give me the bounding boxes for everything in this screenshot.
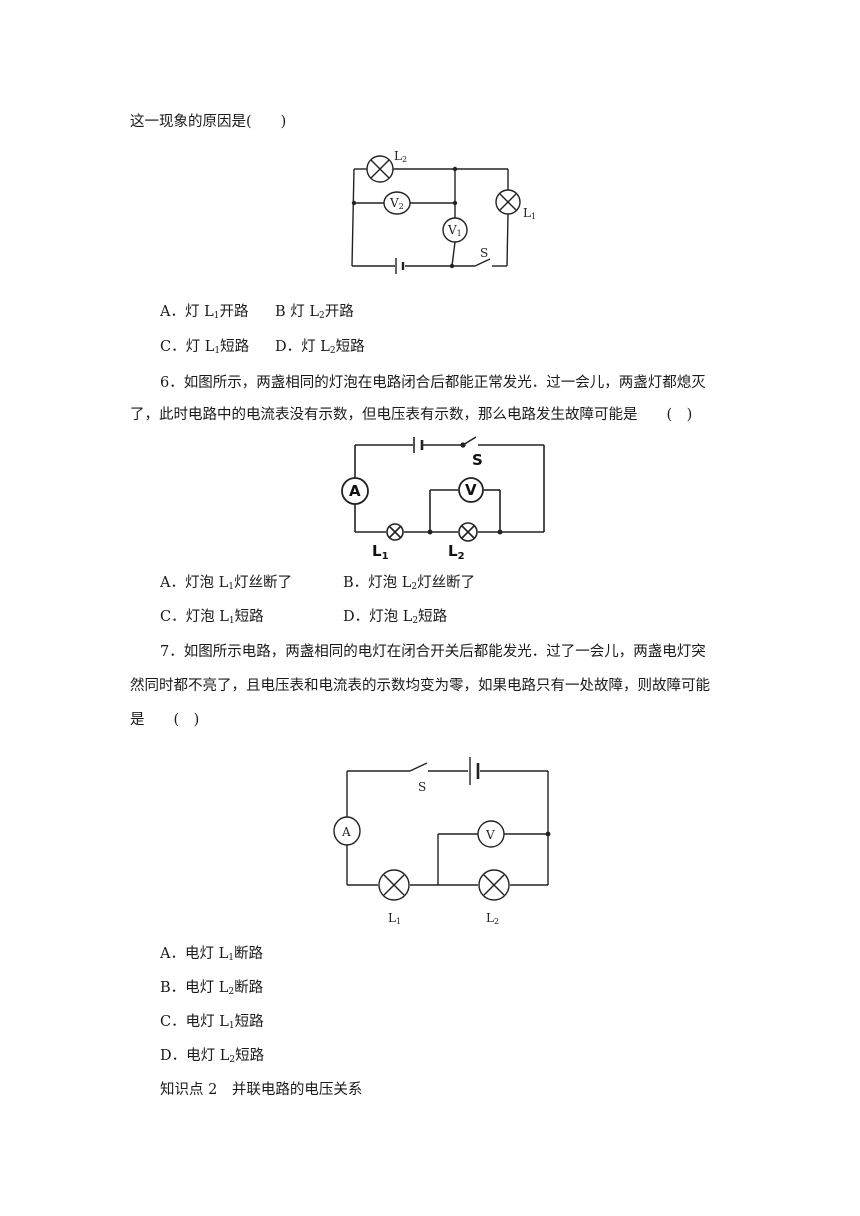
q5-option-a[interactable]: A．灯 L1开路 bbox=[160, 304, 249, 321]
q5-tail-text: 这一现象的原因是( ) bbox=[130, 114, 287, 130]
q6-label-l1: L1 bbox=[372, 542, 389, 562]
q6-option-d[interactable]: D．灯泡 L2短路 bbox=[343, 609, 448, 626]
q6-option-a[interactable]: A．灯泡 L1灯丝断了 bbox=[160, 575, 292, 592]
q7-label-l1: L1 bbox=[388, 911, 401, 926]
q6-stem-line2: 了，此时电路中的电流表没有示数，但电压表有示数，那么电路发生故障可能是 ( ) bbox=[130, 407, 693, 423]
q6-stem-line1: 6．如图所示，两盏相同的灯泡在电路闭合后都能正常发光．过一会儿，两盏灯都熄灭 bbox=[160, 375, 706, 391]
q7-option-d[interactable]: D．电灯 L2短路 bbox=[160, 1048, 265, 1065]
q7-option-c[interactable]: C．电灯 L1短路 bbox=[160, 1014, 264, 1031]
q6-ammeter-label: A bbox=[349, 482, 361, 500]
q5-option-b[interactable]: B 灯 L2开路 bbox=[275, 304, 354, 321]
q5-circuit-diagram: L2 L1 V2 V1 S bbox=[351, 149, 536, 274]
q6-option-b[interactable]: B．灯泡 L2灯丝断了 bbox=[343, 575, 476, 592]
q5-label-v2: V2 bbox=[389, 196, 404, 211]
q5-label-l2: L2 bbox=[394, 149, 407, 164]
q5-option-c[interactable]: C．灯 L1短路 bbox=[160, 339, 250, 356]
q6-label-l2: L2 bbox=[448, 542, 465, 562]
q7-label-l2: L2 bbox=[486, 911, 499, 926]
q7-stem-line1: 7．如图所示电路，两盏相同的电灯在闭合开关后都能发光．过了一会儿，两盏电灯突 bbox=[160, 644, 706, 660]
q7-option-b[interactable]: B．电灯 L2断路 bbox=[160, 980, 264, 997]
q5-option-d[interactable]: D．灯 L2短路 bbox=[275, 339, 365, 356]
q7-option-a[interactable]: A．电灯 L1断路 bbox=[160, 946, 263, 963]
q7-ammeter-label: A bbox=[341, 825, 351, 839]
q5-label-switch: S bbox=[480, 246, 488, 260]
q5-label-l1: L1 bbox=[523, 206, 536, 221]
q6-switch-label: S bbox=[472, 451, 483, 469]
q6-circuit-diagram: A V S L1 L2 bbox=[341, 436, 545, 562]
q6-option-c[interactable]: C．灯泡 L1短路 bbox=[160, 609, 264, 626]
q7-voltmeter-label: V bbox=[485, 828, 495, 842]
q7-stem-line3: 是 ( ) bbox=[130, 712, 200, 728]
q7-circuit-diagram: A V S L1 L2 bbox=[333, 757, 551, 926]
q7-switch-label: S bbox=[418, 780, 426, 794]
section-heading: 知识点 2 并联电路的电压关系 bbox=[160, 1082, 363, 1098]
q7-stem-line2: 然同时都不亮了，且电压表和电流表的示数均变为零，如果电路只有一处故障，则故障可能 bbox=[130, 678, 710, 694]
q5-label-v1: V1 bbox=[447, 223, 462, 238]
q6-voltmeter-label: V bbox=[465, 481, 477, 499]
